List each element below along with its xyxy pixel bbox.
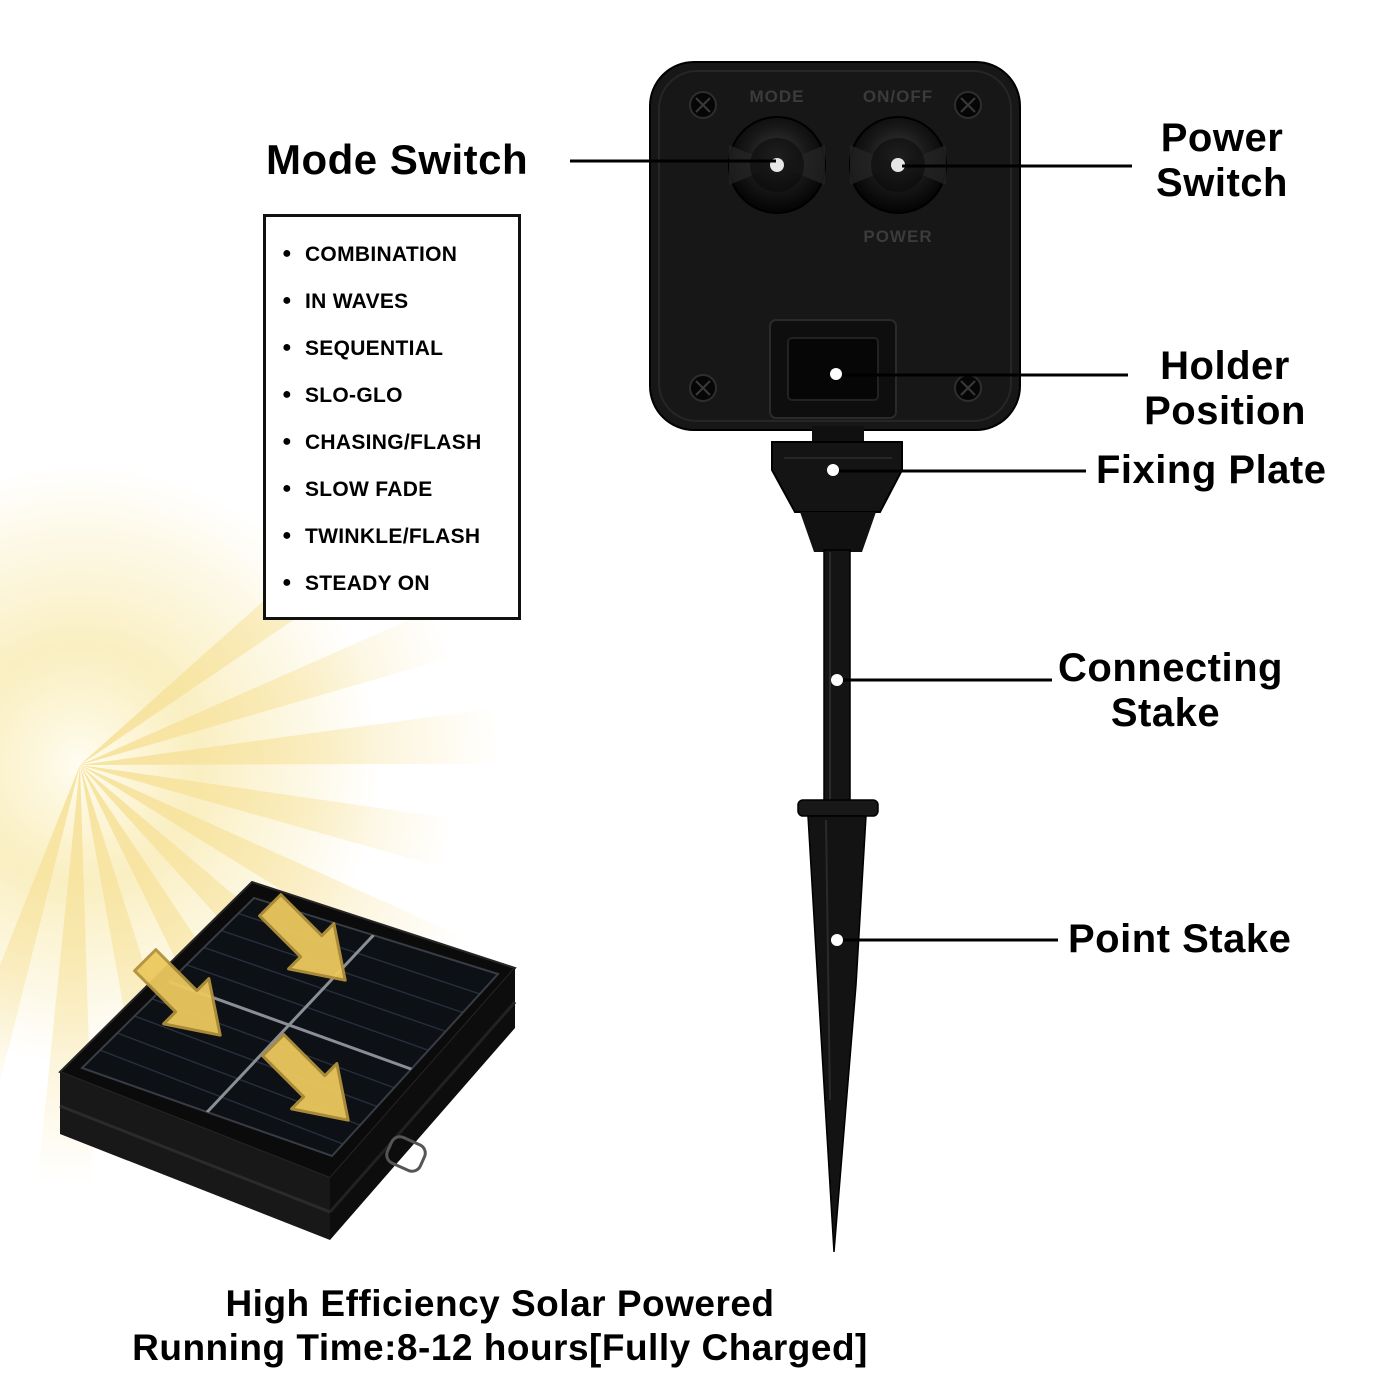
bullet-icon: ● [282, 291, 292, 309]
bullet-icon: ● [282, 338, 292, 356]
point-stake-shape [807, 815, 867, 1253]
mode-item-label: SLOW FADE [304, 477, 433, 501]
connecting-stake-line2: Stake [1110, 690, 1221, 735]
mode-item-label: CHASING/FLASH [304, 430, 482, 454]
mode-item-label: TWINKLE/FLASH [304, 524, 481, 548]
bullet-icon: ● [282, 432, 292, 450]
mode-switch-knob[interactable] [728, 116, 826, 214]
bullet-icon: ● [282, 526, 292, 544]
mode-item-label: SLO-GLO [304, 383, 403, 407]
solar-cell-area [80, 896, 500, 1158]
mode-item-label: STEADY ON [304, 571, 430, 595]
connecting-stake-line1: Connecting [1058, 646, 1283, 690]
mode-list-item: ● SEQUENTIAL [282, 325, 512, 372]
box-clasp [385, 1135, 427, 1173]
footer-text: High Efficiency Solar Powered Running Ti… [90, 1282, 910, 1371]
footer-line2: Running Time:8-12 hours[Fully Charged] [132, 1327, 868, 1369]
bullet-icon: ● [282, 244, 292, 262]
holder-position-line2: Position [1144, 388, 1306, 433]
mode-marking: MODE [750, 87, 805, 106]
holder-position-line1: Holder [1160, 344, 1290, 388]
power-switch-label: Power Switch [1138, 116, 1306, 206]
callout-lines [570, 159, 1132, 942]
mode-list-item: ● IN WAVES [282, 278, 512, 325]
solar-box-side-face [330, 968, 515, 1240]
power-marking: POWER [863, 227, 932, 246]
bullet-icon: ● [282, 385, 292, 403]
footer-line1: High Efficiency Solar Powered [225, 1283, 775, 1324]
power-switch-line2: Switch [1156, 160, 1288, 205]
mode-list-item: ● TWINKLE/FLASH [282, 513, 512, 560]
marker-dots [827, 368, 843, 946]
fixing-plate-label: Fixing Plate [1096, 448, 1327, 492]
power-switch-line1: Power [1160, 116, 1284, 160]
modes-list: ● COMBINATION ● IN WAVES ● SEQUENTIAL ● … [263, 214, 521, 620]
bullet-icon: ● [282, 573, 292, 591]
mode-item-label: IN WAVES [304, 289, 409, 313]
connecting-stake-label: Connecting Stake [1058, 646, 1283, 736]
holder-position-label: Holder Position [1130, 344, 1320, 434]
power-switch-knob[interactable] [849, 116, 947, 214]
point-stake-label: Point Stake [1068, 917, 1292, 961]
mode-item-label: SEQUENTIAL [304, 336, 444, 360]
mode-list-item: ● SLOW FADE [282, 466, 512, 513]
mode-switch-label: Mode Switch [266, 136, 529, 183]
solar-box-front-face [60, 1072, 330, 1240]
solar-panel-box [58, 880, 517, 1240]
mode-list-item: ● SLO-GLO [282, 372, 512, 419]
mode-item-label: COMBINATION [304, 242, 458, 266]
fixing-plate-shape [771, 426, 903, 552]
mode-list-item: ● COMBINATION [282, 231, 512, 278]
onoff-marking: ON/OFF [863, 87, 933, 106]
mode-list-item: ● CHASING/FLASH [282, 419, 512, 466]
mode-list-item: ● STEADY ON [282, 560, 512, 607]
bullet-icon: ● [282, 479, 292, 497]
